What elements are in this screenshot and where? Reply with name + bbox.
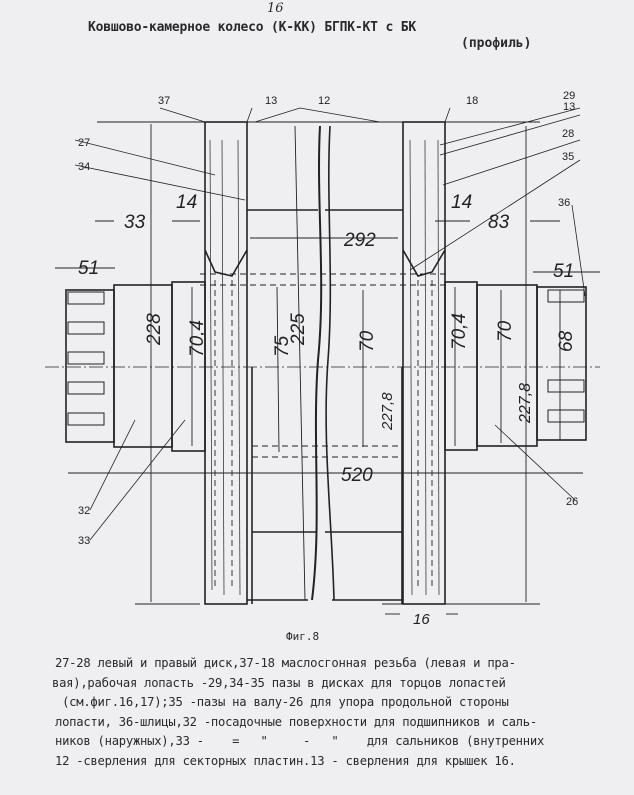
part-label-13: 13	[265, 95, 277, 107]
part-label-33: 33	[78, 535, 90, 547]
page-number: 16	[267, 1, 284, 16]
dim-70-right: 70	[495, 320, 516, 342]
left-seal-seat	[171, 281, 206, 452]
part-label-12: 12	[318, 95, 330, 107]
part-label-28: 28	[562, 128, 574, 140]
dim-520: 520	[341, 465, 373, 486]
right-spline-hub	[536, 286, 587, 441]
part-label-32: 32	[78, 505, 90, 517]
dim-227-8-center: 227,8	[379, 392, 396, 431]
part-label-13-right: 13	[563, 101, 575, 113]
document-title: Ковшово-камерное колесо (К-КК) БГПК-КТ с…	[88, 20, 416, 35]
dim-70-4-right: 70,4	[449, 313, 470, 350]
left-spline-hub	[65, 289, 115, 443]
dim-51-left: 51	[78, 258, 99, 279]
dim-14-right: 14	[451, 192, 472, 213]
legend-line: ников (наружных),33 - = " - " для сальни…	[55, 734, 545, 749]
dim-83: 83	[488, 212, 510, 233]
part-label-26: 26	[566, 496, 578, 508]
figure-caption: Фиг.8	[286, 630, 320, 643]
dim-228: 228	[144, 313, 165, 346]
dim-68: 68	[556, 330, 577, 352]
dim-14-left: 14	[176, 192, 197, 213]
dim-292: 292	[343, 230, 376, 251]
legend-line: лопасти, 36-шлицы,32 -посадочные поверхн…	[55, 714, 537, 729]
dim-227-8-right: 227,8	[517, 383, 534, 424]
right-seal-seat	[444, 281, 478, 451]
part-label-29: 29	[563, 90, 575, 102]
part-label-18: 18	[466, 95, 478, 107]
dim-16: 16	[413, 611, 430, 628]
part-label-37: 37	[158, 95, 170, 107]
legend-line: 27-28 левый и правый диск,37-18 маслосго…	[55, 656, 516, 670]
left-bearing-seat	[113, 284, 173, 448]
part-label-36: 36	[558, 197, 570, 209]
dim-33: 33	[124, 212, 146, 233]
dim-75: 75	[272, 335, 293, 357]
document-subtitle: (профиль)	[461, 36, 532, 51]
dim-70-4-left: 70,4	[187, 320, 208, 357]
legend-line: 12 -сверления для секторных пластин.13 -…	[55, 753, 516, 768]
dim-70-center: 70	[357, 330, 378, 352]
figure-legend: 27-28 левый и правый диск,37-18 маслосго…	[52, 654, 545, 772]
dim-51-right: 51	[553, 261, 574, 282]
part-label-35: 35	[562, 151, 574, 163]
dim-225: 225	[288, 313, 309, 346]
part-label-34: 34	[78, 161, 90, 173]
legend-line: вая),рабочая лопасть -29,34-35 пазы в ди…	[52, 675, 506, 690]
legend-line: (см.фиг.16,17);35 -пазы на валу-26 для у…	[55, 695, 509, 710]
part-label-27: 27	[78, 137, 90, 149]
